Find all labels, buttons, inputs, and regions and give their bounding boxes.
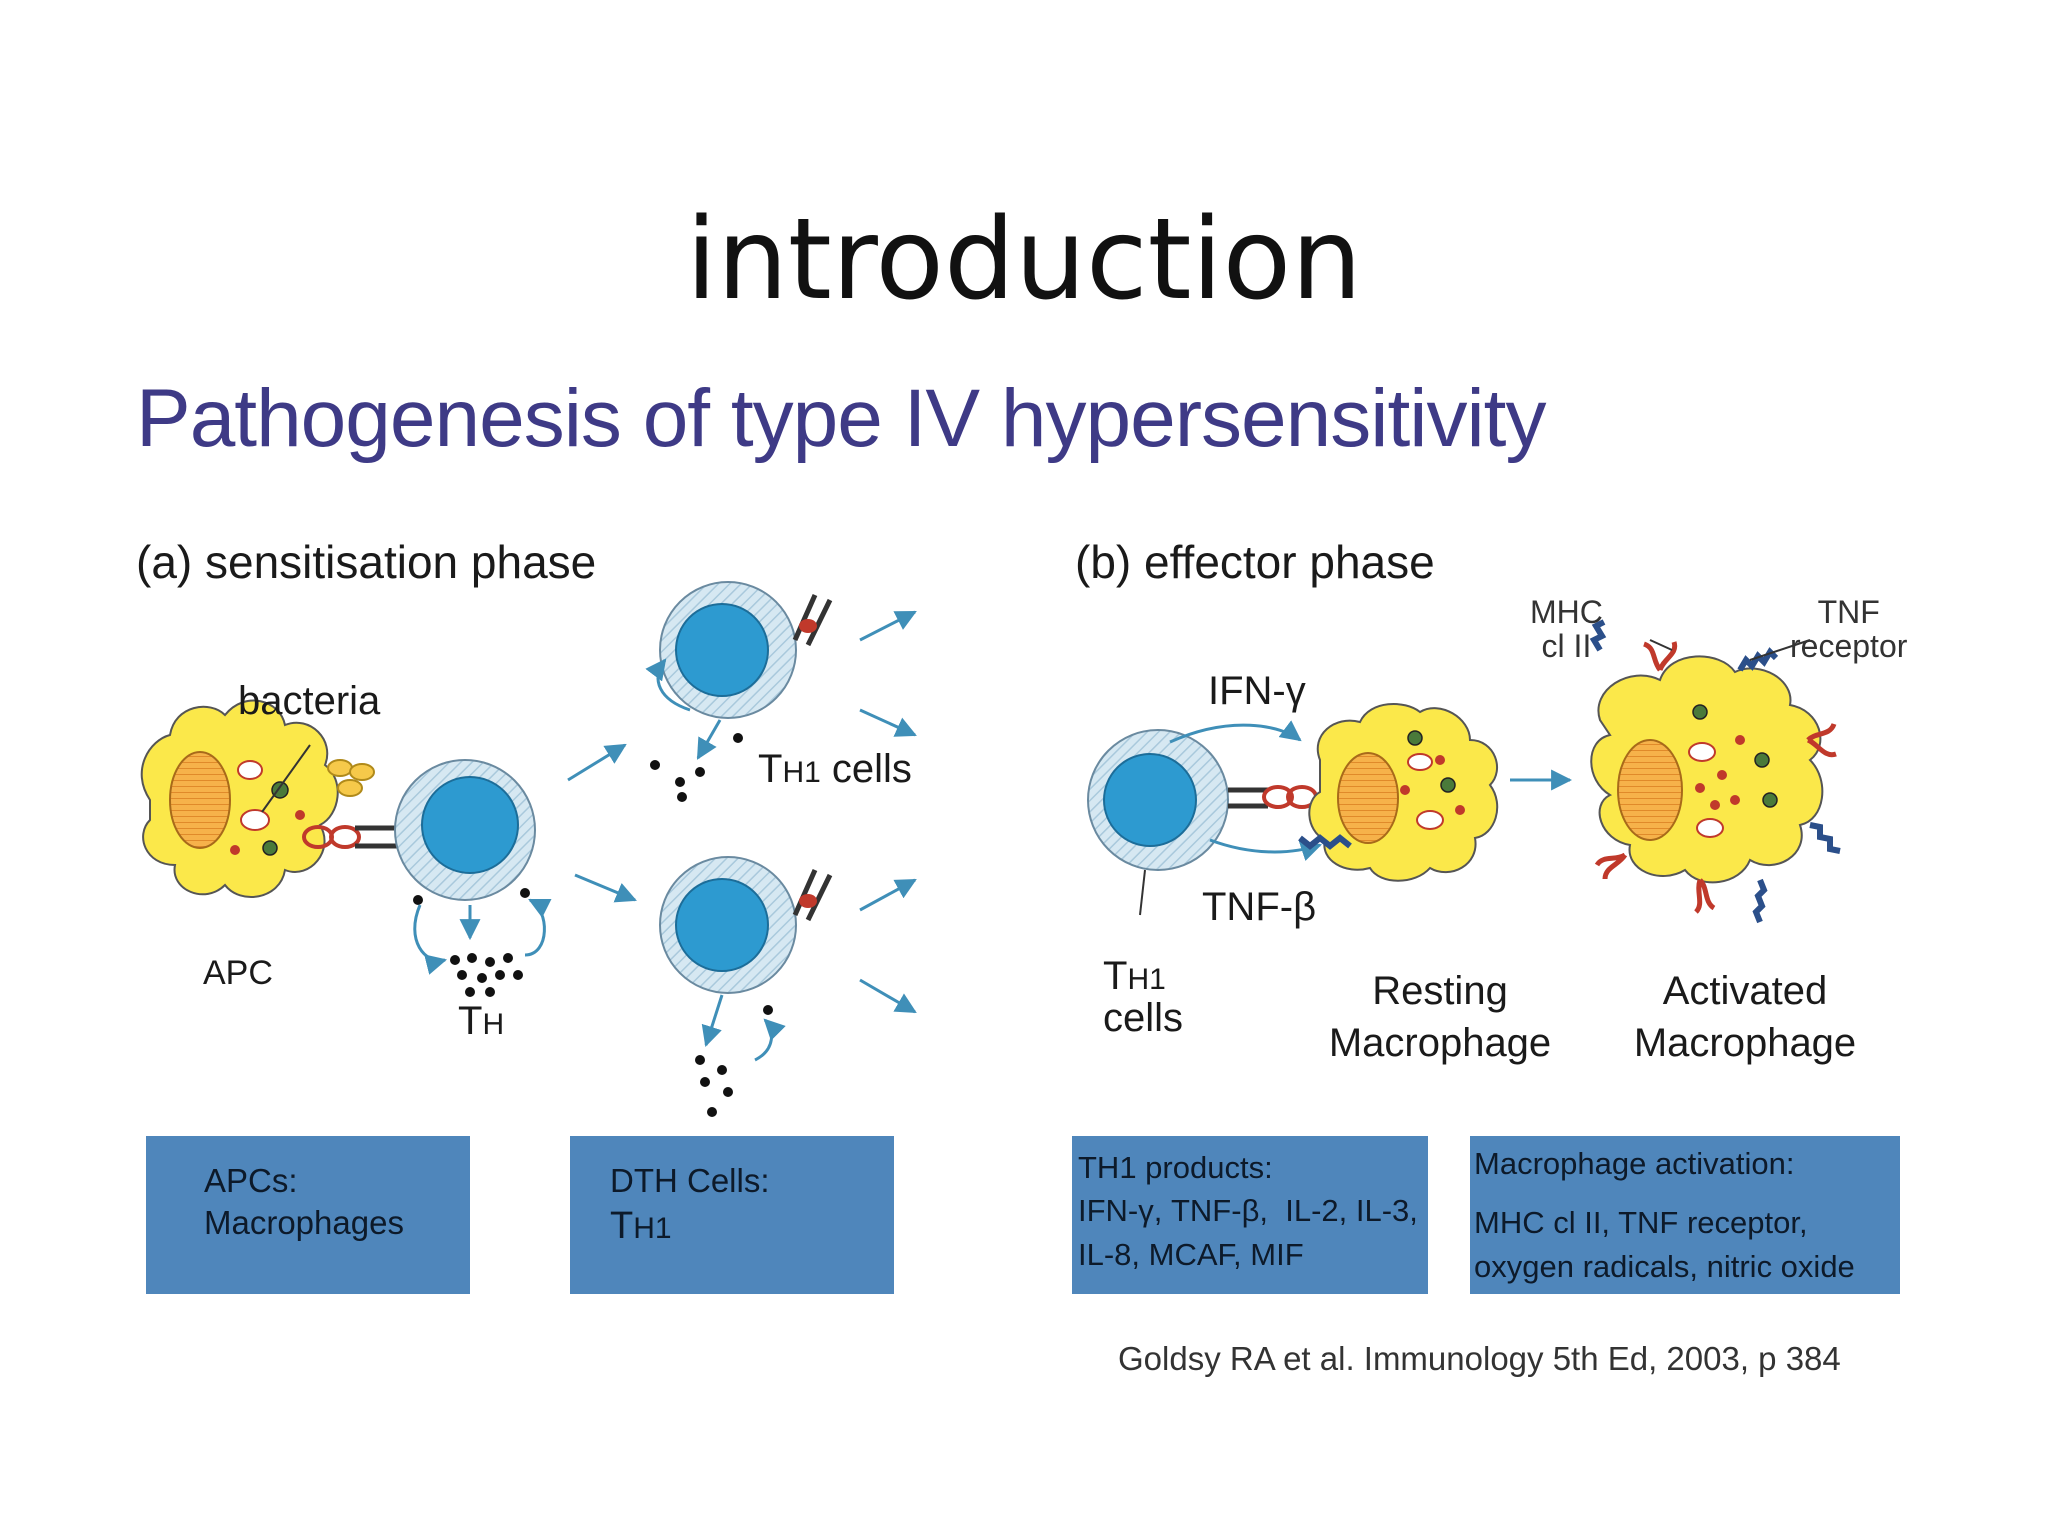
bacteria-icon	[261, 744, 375, 813]
th1-cells-label-sub: H1	[782, 756, 821, 789]
apc-cell	[140, 699, 339, 898]
tnf-receptor-label-line1: TNF	[1817, 594, 1880, 630]
ifn-gamma-label: IFN-γ	[1208, 669, 1306, 713]
resting-macrophage	[1298, 702, 1499, 882]
box-th1-products: TH1 products: IFN-γ, TNF-β, IL-2, IL-3, …	[1072, 1136, 1428, 1294]
box-th1-line1: TH1 products:	[1078, 1150, 1273, 1185]
th1-cell-top	[659, 581, 833, 743]
activated-macrophage	[1589, 619, 1841, 924]
th1-cell-effector	[1087, 729, 1229, 916]
activated-line2: Macrophage	[1633, 1021, 1857, 1065]
citation: Goldsy RA et al. Immunology 5th Ed, 2003…	[1118, 1340, 1841, 1377]
th-cell	[394, 759, 536, 905]
box-dth-line1: DTH Cells:	[610, 1162, 770, 1199]
box-dth-line2: TH1	[610, 1202, 894, 1251]
box-dth-cells: DTH Cells: TH1	[570, 1136, 894, 1294]
mhc-label-line1: MHC	[1530, 594, 1603, 630]
th-label-main: T	[458, 999, 483, 1043]
th1-effector-sub: H1	[1127, 963, 1166, 996]
slide-title: introduction	[685, 195, 1363, 325]
box-dth-line2-sub: H1	[633, 1212, 672, 1246]
box-mac-line3: oxygen radicals, nitric oxide	[1474, 1248, 1855, 1284]
box-apcs-line2: Macrophages	[204, 1204, 404, 1242]
tnf-beta-label: TNF-β	[1202, 885, 1317, 929]
th1-cells-label-main: T	[758, 747, 783, 791]
th-label: TH	[458, 1000, 504, 1042]
resting-line1: Resting	[1372, 969, 1508, 1013]
cytokine-dots-top	[650, 760, 705, 802]
th1-effector-line2: cells	[1103, 996, 1184, 1040]
box-macrophage-activation: Macrophage activation: MHC cl II, TNF re…	[1470, 1136, 1900, 1294]
th1-cells-label: TH1 cells	[758, 748, 912, 790]
th1-cell-bottom	[659, 856, 833, 1015]
th1-effector-main: T	[1103, 954, 1128, 998]
th-label-sub: H	[482, 1008, 505, 1041]
resting-line2: Macrophage	[1328, 1021, 1552, 1065]
th1-cells-label-suffix: cells	[820, 747, 912, 791]
box-apcs: APCs: Macrophages	[146, 1136, 470, 1294]
box-th1-line3: IL-8, MCAF, MIF	[1078, 1236, 1304, 1272]
apc-label: APC	[203, 954, 273, 992]
mhc-tcr-effector	[1228, 785, 1318, 809]
cytokine-dots	[450, 953, 523, 997]
phase-a-label: (a) sensitisation phase	[136, 536, 597, 588]
box-mac-line1: Macrophage activation:	[1474, 1146, 1795, 1181]
box-dth-line2-main: T	[610, 1205, 634, 1248]
phase-b-label: (b) effector phase	[1075, 536, 1435, 588]
figure-title: Pathogenesis of type IV hypersensitivity	[136, 373, 1546, 464]
tnf-receptor-label-line2: receptor	[1790, 627, 1908, 664]
cytokine-dots-bottom	[695, 1055, 733, 1117]
mhc-label-line2: cl II	[1541, 627, 1592, 664]
box-apcs-line1: APCs:	[204, 1162, 298, 1199]
box-mac-line2: MHC cl II, TNF receptor,	[1474, 1205, 1808, 1241]
bacteria-label: bacteria	[238, 679, 381, 723]
activated-line1: Activated	[1662, 969, 1828, 1013]
box-th1-line2: IFN-γ, TNF-β, IL-2, IL-3,	[1078, 1193, 1418, 1229]
mhc-tcr-complex	[302, 825, 400, 849]
